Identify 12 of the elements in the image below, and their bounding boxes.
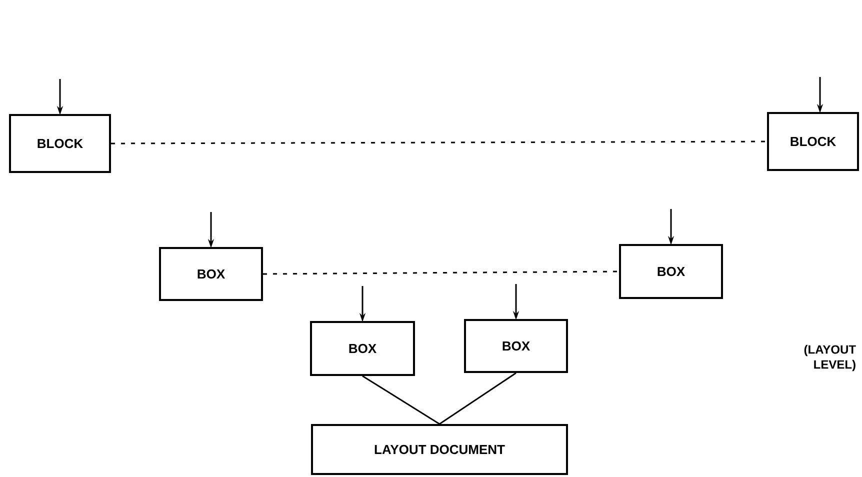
process-box: BOX [310,321,415,376]
process-box: LAYOUT DOCUMENT [311,424,568,475]
level-label: (LAYOUT LEVEL) [804,344,856,372]
dotted-line [263,270,620,275]
process-box: BOX [464,319,568,373]
connector-line [362,375,440,425]
process-box: BLOCK [767,112,859,171]
connector-line [439,372,516,425]
process-box: BOX [619,244,723,299]
dotted-line [111,140,768,144]
process-box: BLOCK [9,114,111,173]
process-box: BOX [159,247,263,301]
